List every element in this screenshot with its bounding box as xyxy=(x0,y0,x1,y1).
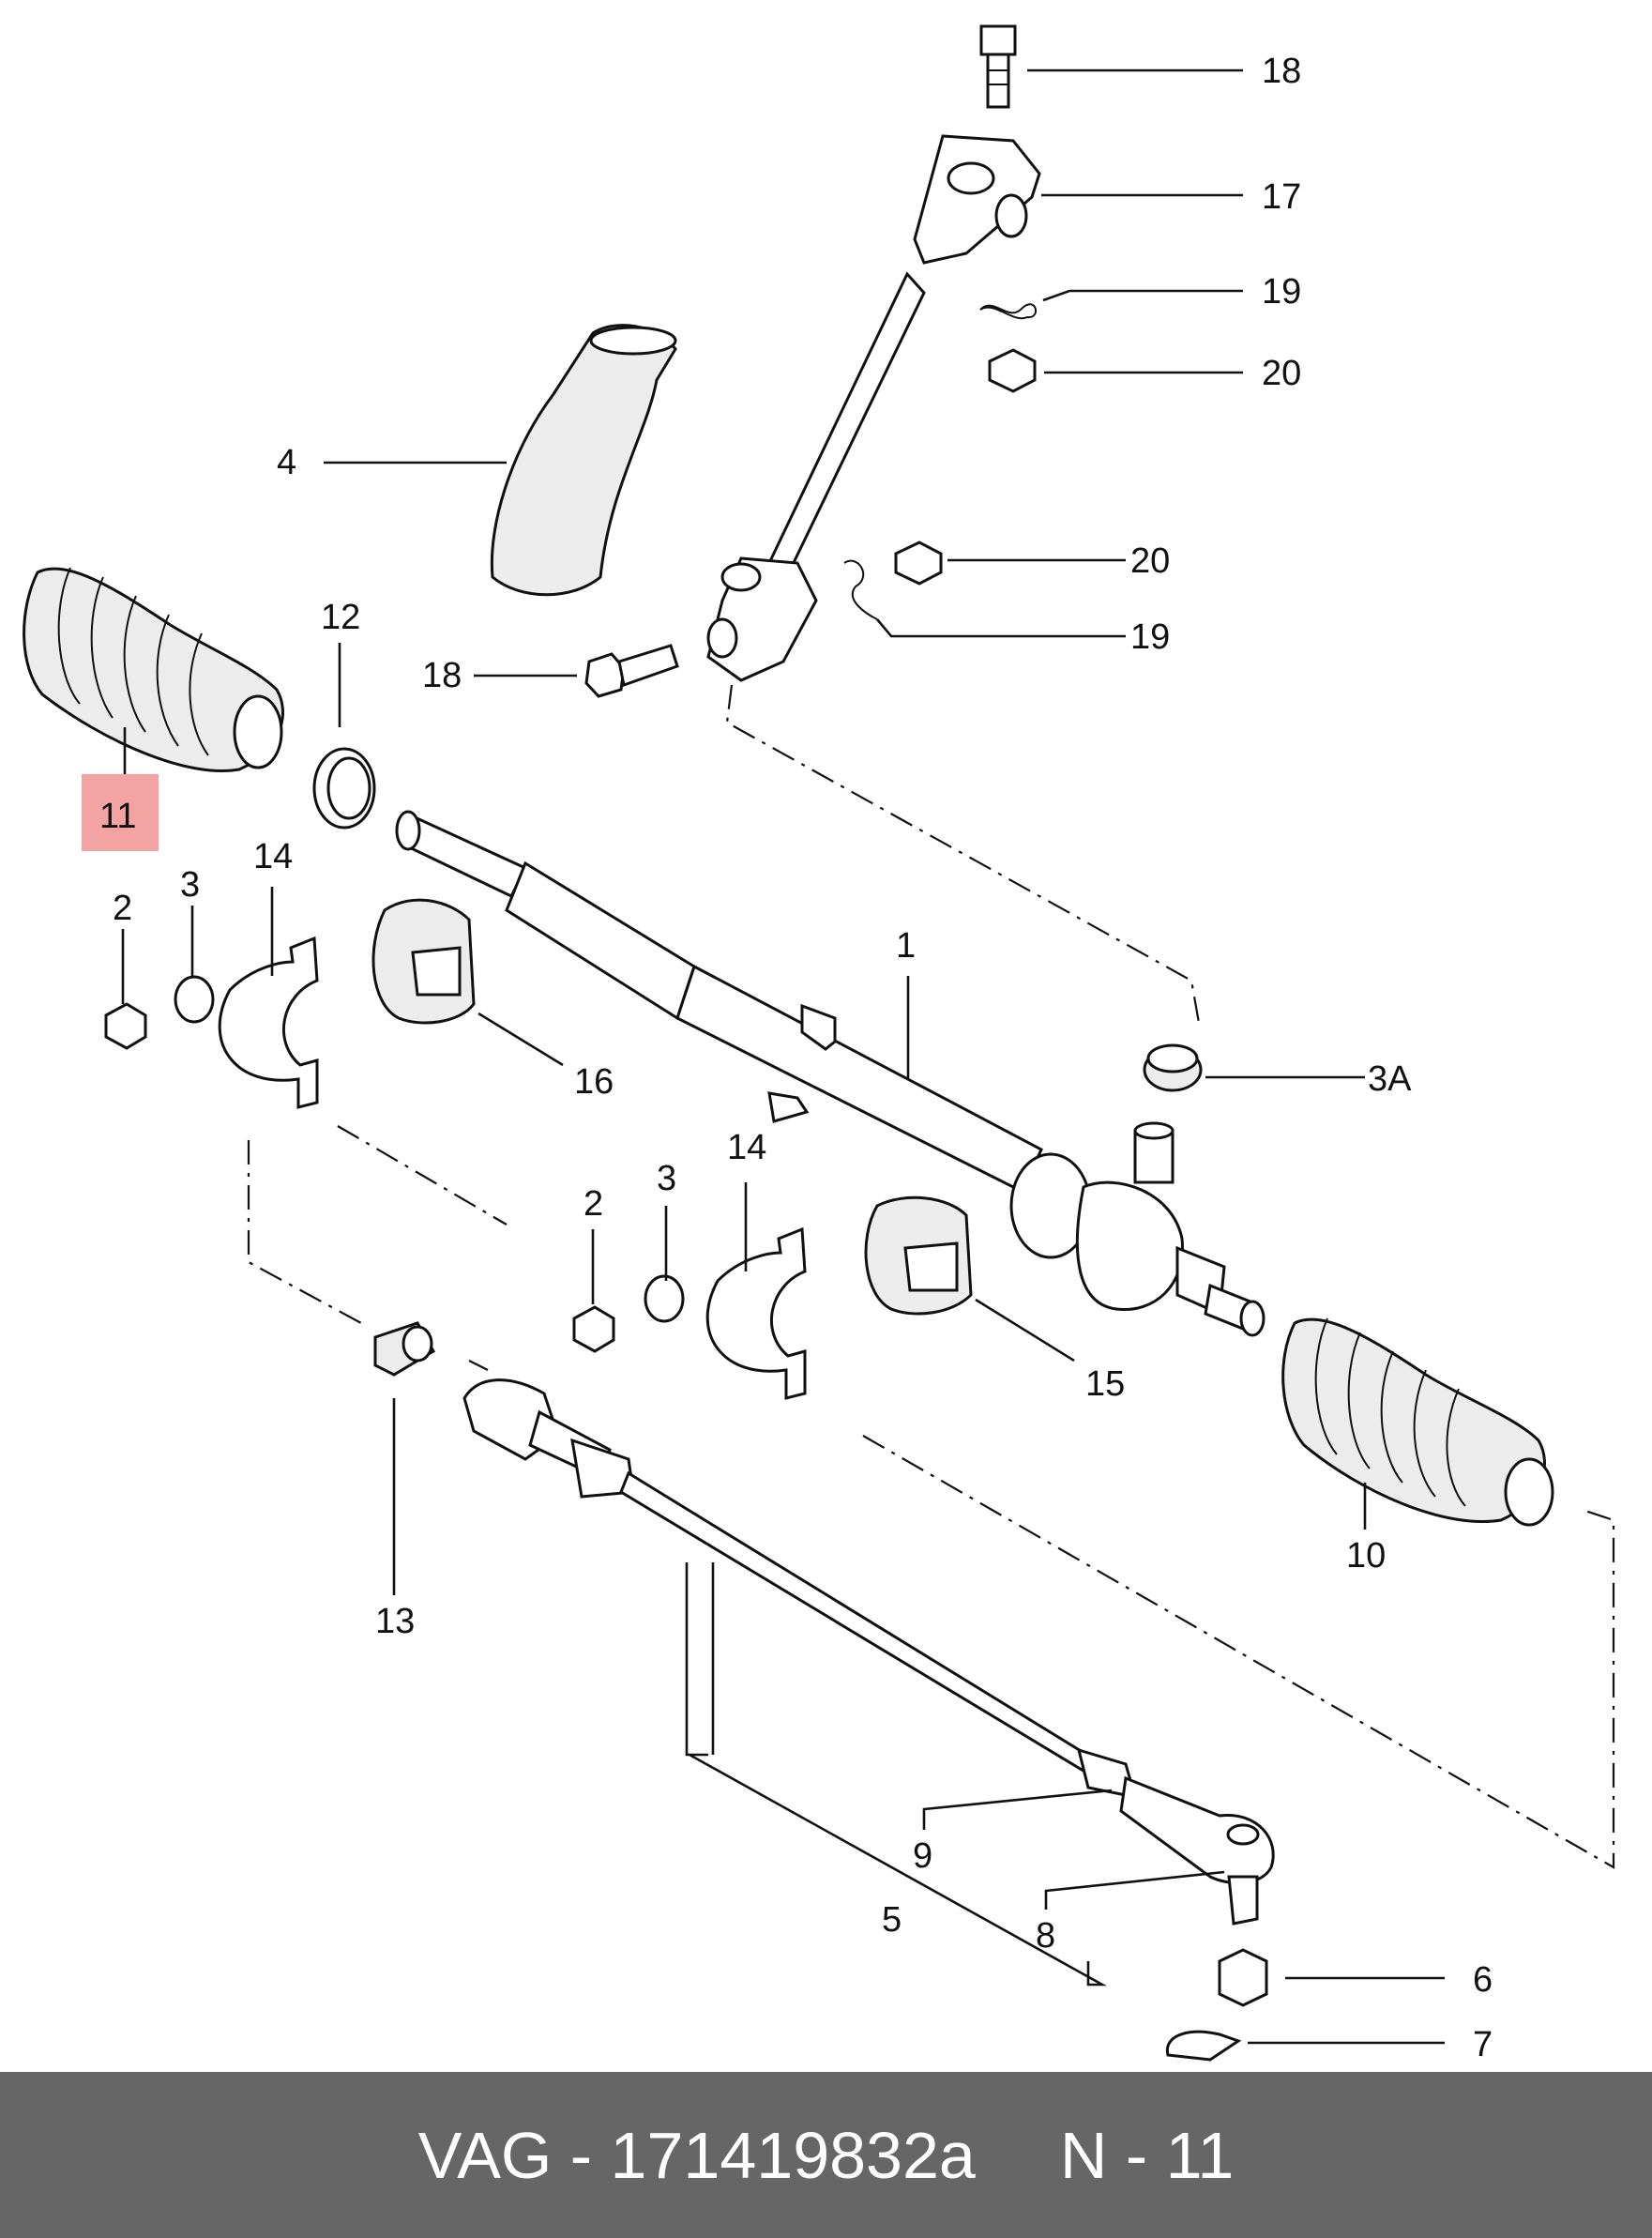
washer-3-left xyxy=(174,975,215,1024)
callout-20-mid: 20 xyxy=(1130,541,1170,581)
part-reference-footer: VAG - 171419832a N - 11 xyxy=(0,2072,1652,2238)
callout-8: 8 xyxy=(1036,1916,1055,1956)
callout-19-top: 19 xyxy=(1262,272,1301,312)
callout-11: 11 xyxy=(99,797,136,836)
callout-4: 4 xyxy=(277,443,296,482)
diagram-reference: N - 11 xyxy=(1059,2118,1235,2192)
bolt-18-mid xyxy=(584,644,679,698)
nut-20-top xyxy=(988,348,1037,393)
callout-5: 5 xyxy=(882,1900,902,1940)
boot-4 xyxy=(490,324,677,597)
castle-nut-6 xyxy=(1218,1948,1268,2007)
callout-3-mid: 3 xyxy=(657,1159,676,1198)
steering-rack-1 xyxy=(395,810,1266,1337)
boot-11 xyxy=(23,567,284,772)
callout-labels: 18 17 19 20 4 20 19 12 18 11 14 3 2 1 16… xyxy=(99,52,1493,2064)
callout-12: 12 xyxy=(321,598,360,637)
mount-16 xyxy=(371,898,476,1025)
mount-15 xyxy=(864,1195,973,1316)
steering-shaft xyxy=(706,134,1041,682)
callout-20-top: 20 xyxy=(1262,354,1301,393)
nut-20-mid xyxy=(894,540,943,586)
nut-2-left xyxy=(104,1002,147,1050)
washer-3-mid xyxy=(644,1274,685,1323)
callout-10: 10 xyxy=(1346,1536,1386,1576)
callout-1: 1 xyxy=(896,926,916,966)
grommet-3a xyxy=(1143,1043,1203,1092)
callout-9: 9 xyxy=(913,1836,932,1876)
assembly-lines xyxy=(247,684,1615,1869)
bolt-18-top xyxy=(979,24,1017,109)
clip-19-mid xyxy=(843,559,878,620)
callout-18-top: 18 xyxy=(1262,52,1301,91)
callout-14-left: 14 xyxy=(253,837,293,876)
clamp-12 xyxy=(312,747,376,830)
callout-6: 6 xyxy=(1473,1960,1493,2000)
bracket-14-left xyxy=(218,936,319,1109)
bracket-14-mid xyxy=(705,1226,807,1400)
callout-3a: 3A xyxy=(1368,1059,1412,1099)
nut-2-mid xyxy=(572,1305,615,1353)
callout-7: 7 xyxy=(1473,2025,1493,2064)
callout-15: 15 xyxy=(1085,1364,1125,1404)
callout-2-mid: 2 xyxy=(584,1184,603,1224)
exploded-parts-diagram: 18 17 19 20 4 20 19 12 18 11 14 3 2 1 16… xyxy=(23,24,1615,2064)
callout-3-left: 3 xyxy=(180,865,200,905)
callout-17: 17 xyxy=(1262,177,1301,217)
leader-lines xyxy=(121,69,1445,2045)
part-number: VAG - 171419832a xyxy=(417,2118,976,2192)
callout-19-mid: 19 xyxy=(1130,617,1170,657)
cotter-pin-7 xyxy=(1165,2030,1242,2062)
callout-18-mid: 18 xyxy=(422,656,462,695)
callout-11-highlight xyxy=(82,774,159,851)
boot-10 xyxy=(1281,1317,1554,1527)
callout-14-mid: 14 xyxy=(727,1128,766,1167)
callout-2-left: 2 xyxy=(113,889,132,928)
clip-19-top xyxy=(979,303,1037,320)
callout-13: 13 xyxy=(375,1602,415,1641)
tie-rod-5 xyxy=(462,1378,1275,1926)
callout-16: 16 xyxy=(574,1062,614,1102)
bushing-13 xyxy=(373,1321,436,1377)
